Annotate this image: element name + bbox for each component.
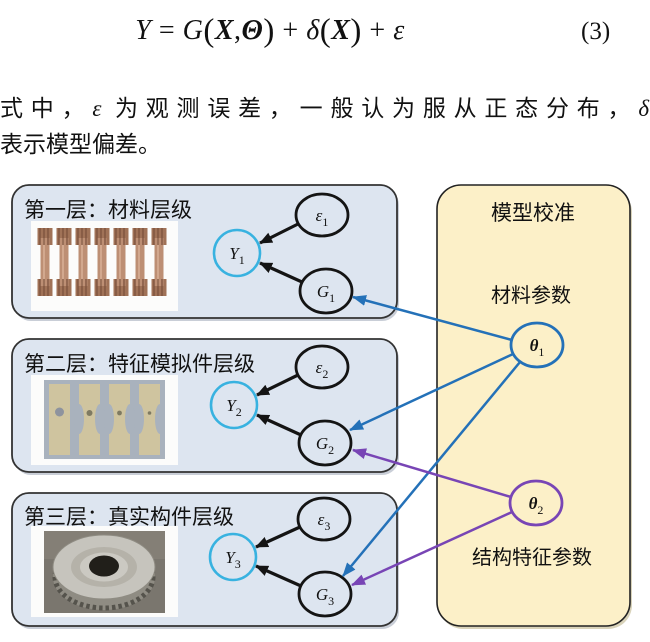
material-specimens-photo: [31, 221, 178, 311]
arrow-theta1-g3: [342, 361, 521, 577]
arrow-theta2-g3: [351, 510, 513, 587]
material-parameters-label: 材料参数: [491, 284, 571, 307]
node-theta1: [509, 321, 565, 369]
component-photo: [31, 526, 178, 617]
node-eps3-label: ε3: [318, 510, 331, 533]
feature-specimens-photo: [31, 375, 178, 465]
level-2-panel: 第二层：特征模拟件层级 ε2 Y2: [11, 338, 399, 475]
level-1-panel: 第一层：材料层级 ε1 Y1 G1: [11, 184, 399, 321]
node-g1-label: G1: [317, 282, 335, 305]
node-eps1: [294, 192, 350, 238]
equation-number: (3): [581, 18, 611, 45]
node-theta2: [508, 479, 564, 527]
node-eps1-label: ε1: [316, 206, 329, 229]
equation-row: Y = G(X,Θ) + δ(X) + ε (3): [0, 10, 650, 62]
node-g2: [297, 419, 353, 467]
arrow-theta1-g2: [349, 352, 514, 432]
arrow-g3-y3: [255, 564, 302, 588]
node-theta1-label: θ1: [530, 336, 545, 359]
calibration-box: [436, 184, 631, 627]
node-y3: [208, 532, 258, 582]
arrow-g1-y1: [259, 261, 303, 284]
node-g3: [297, 570, 353, 618]
node-y3-label: Y3: [225, 548, 240, 571]
arrow-theta2-g2: [352, 448, 512, 499]
level-3-panel: 第三层：真实构件层级 ε3 Y3 G3: [11, 492, 399, 629]
calibration-panel: 模型校准 材料参数 结构特征参数 θ1 θ2: [436, 184, 632, 629]
node-y2: [209, 380, 259, 430]
level-3-title: 第三层：真实构件层级: [24, 505, 234, 529]
calibration-title: 模型校准: [491, 201, 575, 225]
node-eps2: [294, 344, 350, 390]
level-2-title: 第二层：特征模拟件层级: [24, 352, 255, 376]
structural-parameters-label: 结构特征参数: [472, 546, 592, 569]
node-theta2-label: θ2: [529, 494, 544, 517]
arrow-eps3-y3: [255, 525, 301, 549]
node-g1: [298, 267, 354, 315]
node-y1: [212, 228, 262, 278]
arrow-eps1-y1: [259, 222, 299, 245]
arrow-theta1-g1: [352, 295, 513, 342]
node-g2-label: G2: [316, 434, 334, 457]
paragraph-line-2: 表示模型偏差。: [0, 132, 161, 157]
node-eps2-label: ε2: [316, 358, 329, 381]
node-y1-label: Y1: [229, 244, 244, 267]
arrow-g2-y2: [256, 413, 302, 437]
node-g3-label: G3: [316, 585, 334, 608]
node-eps3: [296, 496, 352, 542]
level-1-title: 第一层：材料层级: [24, 198, 192, 222]
node-y2-label: Y2: [226, 396, 241, 419]
equation-body: Y = G(X,Θ) + δ(X) + ε: [135, 13, 405, 49]
paragraph-line-1: 式中，ε 为观测误差，一般认为服从正态分布，δ: [0, 96, 650, 121]
arrow-eps2-y2: [256, 373, 299, 397]
